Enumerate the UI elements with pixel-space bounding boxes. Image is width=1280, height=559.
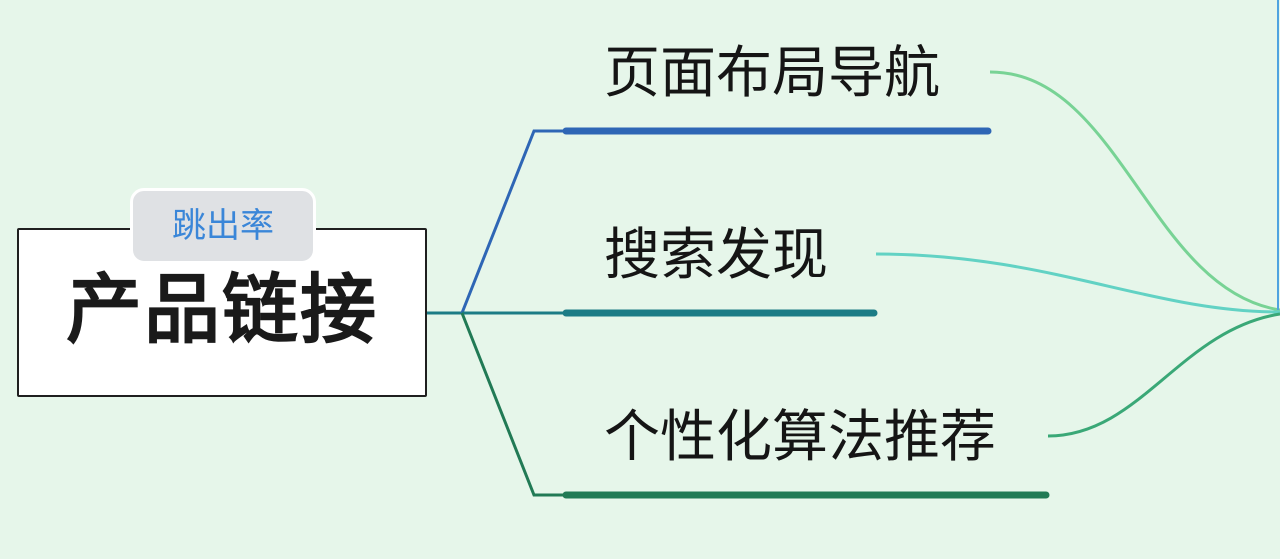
branch-2-label[interactable]: 搜索发现 [604, 223, 828, 288]
branch-1-connector [460, 129, 566, 314]
root-tag[interactable]: 跳出率 [130, 188, 316, 264]
branch-3-connector [460, 312, 566, 497]
merge-line-3 [1047, 312, 1280, 438]
root-title: 产品链接 [66, 265, 378, 354]
merge-line-1 [989, 70, 1280, 312]
merge-line-2 [875, 252, 1280, 314]
branch-1-label[interactable]: 页面布局导航 [604, 41, 940, 106]
root-node[interactable]: 产品链接 [17, 228, 427, 397]
branch-3-label[interactable]: 个性化算法推荐 [604, 405, 996, 470]
